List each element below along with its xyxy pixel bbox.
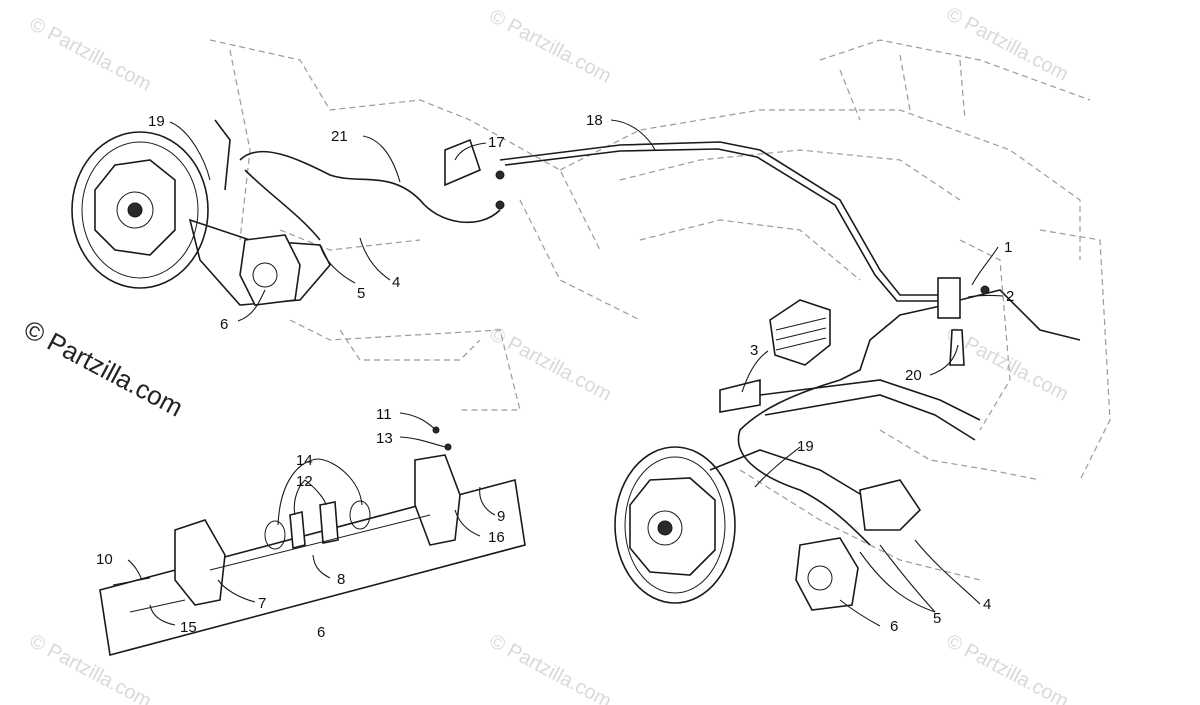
callout-6-box: 6 — [317, 624, 325, 641]
callout-4-right: 4 — [983, 596, 991, 613]
callout-8: 8 — [337, 571, 345, 588]
right-brake-assembly — [614, 446, 922, 611]
callout-19-right: 19 — [797, 438, 814, 455]
watermark-bottom-right: © Partzilla.com — [943, 630, 1072, 705]
callout-14: 14 — [296, 452, 313, 469]
callout-21: 21 — [331, 128, 348, 145]
caliper-exploded-view — [99, 426, 526, 657]
shock-and-arm — [719, 299, 981, 441]
chassis-outline — [209, 39, 1111, 581]
watermark-large-left: © Partzilla.com — [19, 314, 188, 423]
callout-20: 20 — [905, 367, 922, 384]
left-brake-assembly — [71, 119, 331, 306]
callout-6-left: 6 — [220, 316, 228, 333]
callout-16: 16 — [488, 529, 505, 546]
callout-7: 7 — [258, 595, 266, 612]
watermarks: © Partzilla.com © Partzilla.com © Partzi… — [19, 3, 1072, 705]
watermark-bottom-left: © Partzilla.com — [26, 630, 155, 705]
callout-4-left: 4 — [392, 274, 400, 291]
callout-18: 18 — [586, 112, 603, 129]
callout-labels: 1 2 3 4 4 5 5 6 6 6 7 8 9 10 11 12 13 14… — [96, 112, 1014, 641]
callout-2: 2 — [1006, 288, 1014, 305]
brake-lines — [239, 138, 1081, 546]
callout-13: 13 — [376, 430, 393, 447]
callout-1: 1 — [1004, 239, 1012, 256]
leader-lines — [127, 119, 1004, 627]
watermark-top-center: © Partzilla.com — [486, 5, 615, 88]
callout-10: 10 — [96, 551, 113, 568]
watermark-middle-center: © Partzilla.com — [486, 323, 615, 406]
callout-6-right: 6 — [890, 618, 898, 635]
callout-17: 17 — [488, 134, 505, 151]
callout-12: 12 — [296, 473, 313, 490]
callout-5-left: 5 — [357, 285, 365, 302]
watermark-bottom-center: © Partzilla.com — [486, 630, 615, 705]
callout-11: 11 — [376, 406, 392, 423]
watermark-top-right: © Partzilla.com — [943, 3, 1072, 86]
callout-5-right: 5 — [933, 610, 941, 627]
callout-9: 9 — [497, 508, 505, 525]
callout-19-left: 19 — [148, 113, 165, 130]
watermark-top-left: © Partzilla.com — [26, 13, 155, 96]
callout-3: 3 — [750, 342, 758, 359]
callout-15: 15 — [180, 619, 197, 636]
